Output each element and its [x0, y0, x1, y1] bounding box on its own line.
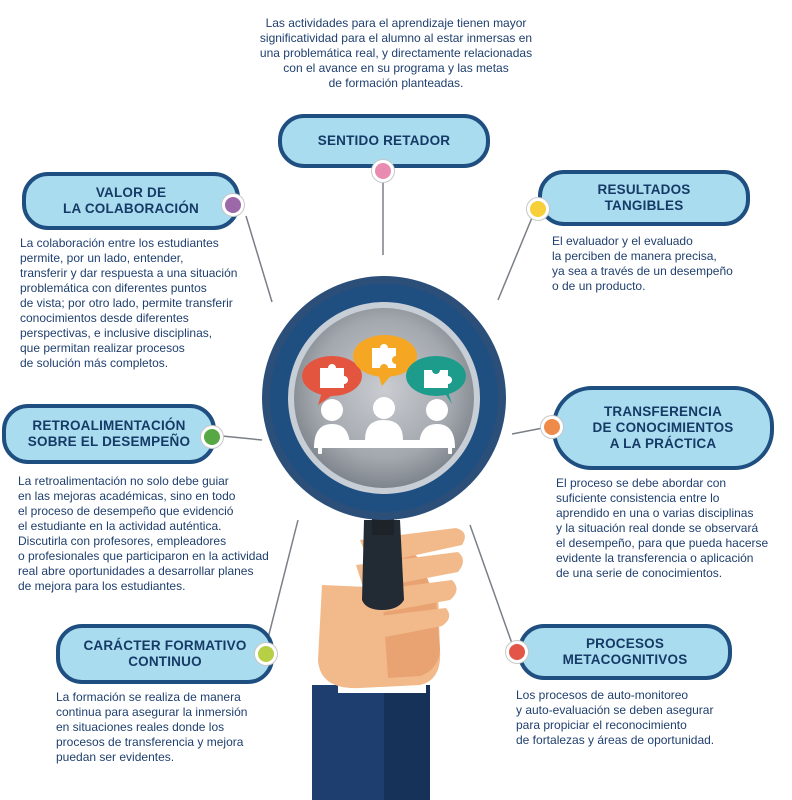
text-transferencia: El proceso se debe abordar con suficient… [556, 476, 769, 580]
puzzle-piece-icon [320, 364, 348, 388]
pill-procesos-metacognitivos: PROCESOS METACOGNITIVOS [518, 624, 732, 680]
hand-illustration [312, 528, 465, 800]
speech-bubble-teal [406, 356, 466, 404]
dot-valor-colaboracion [222, 194, 244, 216]
pill-retroalimentacion: RETROALIMENTACIÓN SOBRE EL DESEMPEÑO [2, 404, 216, 464]
speech-bubble-red [302, 356, 362, 405]
puzzle-piece-icon [424, 370, 452, 388]
pill-caracter-formativo: CARÁCTER FORMATIVO CONTINUO [56, 624, 274, 684]
text-caracter-formativo: La formación se realiza de manera contin… [56, 690, 248, 764]
dot-resultados-tangibles [527, 198, 549, 220]
pill-resultados-tangibles: RESULTADOS TANGIBLES [538, 170, 750, 226]
dot-procesos-metacognitivos [506, 641, 528, 663]
text-valor-colaboracion: La colaboración entre los estudiantes pe… [20, 236, 238, 370]
dot-caracter-formativo [255, 643, 277, 665]
people-icons [314, 397, 455, 454]
dot-transferencia [541, 416, 563, 438]
text-procesos-metacognitivos: Los procesos de auto-monitoreo y auto-ev… [516, 688, 715, 747]
magnifier-handle [362, 520, 404, 610]
dot-retroalimentacion [201, 426, 223, 448]
pill-valor-colaboracion: VALOR DE LA COLABORACIÓN [22, 172, 240, 230]
pill-transferencia: TRANSFERENCIA DE CONOCIMIENTOS A LA PRÁC… [552, 386, 774, 470]
speech-bubble-orange [353, 335, 417, 386]
text-resultados-tangibles: El evaluador y el evaluado la perciben d… [552, 234, 733, 293]
dot-sentido-retador [372, 160, 394, 182]
puzzle-piece-icon [372, 344, 396, 368]
text-retroalimentacion: La retroalimentación no solo debe guiar … [18, 474, 269, 593]
intro-text: Las actividades para el aprendizaje tien… [259, 16, 533, 90]
